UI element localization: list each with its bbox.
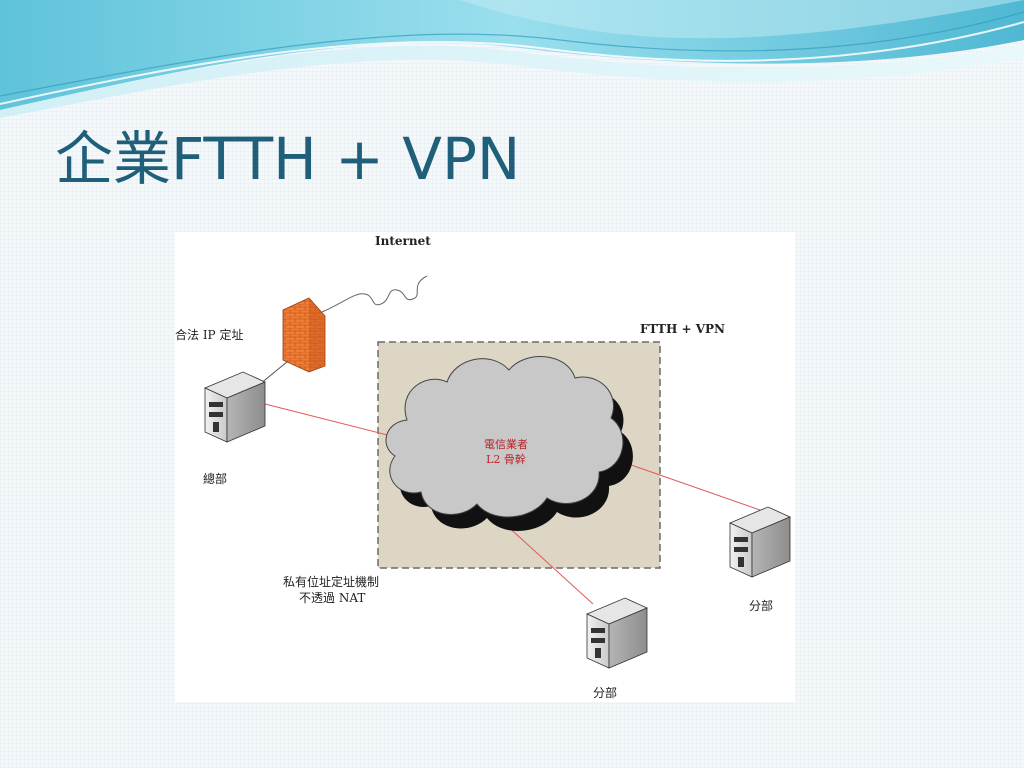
network-diagram: Internet 合法 IP 定址 FTTH + VPN 總部 私有位址定址機制…	[175, 232, 795, 702]
label-branch-bottom: 分部	[593, 686, 618, 700]
label-private-addr-line2: 不透過 NAT	[299, 591, 366, 605]
label-branch-right: 分部	[749, 599, 774, 613]
header-wave-decoration	[0, 0, 1024, 118]
label-ftth-vpn: FTTH + VPN	[640, 322, 726, 336]
slide-title: 企業FTTH + VPN	[55, 125, 521, 193]
cloud-label-line1: 電信業者	[484, 438, 528, 451]
label-headquarters: 總部	[203, 472, 228, 486]
cloud-label-line2: L2 骨幹	[486, 452, 526, 466]
link-hq-cloud	[264, 403, 408, 441]
building-icon-branch-right	[729, 506, 791, 578]
building-icon-hq	[204, 371, 266, 443]
link-cloud-branch-right	[616, 459, 761, 511]
internet-link-icon	[321, 275, 428, 313]
firewall-icon	[282, 297, 326, 373]
diagram-canvas	[204, 275, 791, 669]
link-cloud-branch-bottom	[504, 523, 594, 605]
cloud-label: 電信業者 L2 骨幹	[446, 438, 566, 468]
building-icon-branch-bottom	[586, 597, 648, 669]
label-private-addr-line1: 私有位址定址機制	[283, 575, 380, 589]
label-internet: Internet	[375, 234, 431, 248]
cloud-icon	[385, 356, 624, 518]
label-public-ip: 合法 IP 定址	[175, 328, 244, 342]
